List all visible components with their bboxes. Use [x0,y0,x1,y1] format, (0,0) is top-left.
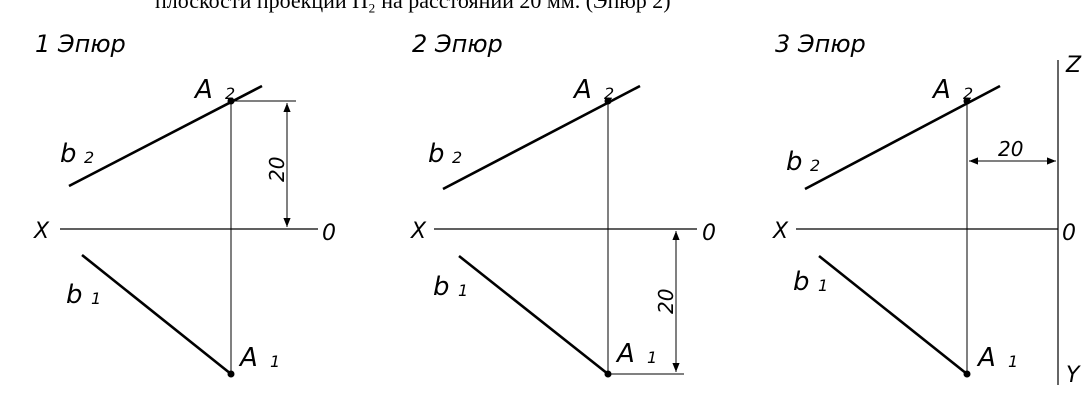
epure-1-point-a1 [227,370,235,378]
epure-2-dimension-label: 20 [654,289,678,314]
epure-3-label-b2: b [786,147,803,177]
epure-3: 3 Эпюр X 0 Z Y 20 A 2 b 2 b 1 A 1 [772,30,1082,388]
epure-2-point-a2 [604,97,612,105]
epure-3-o-label: 0 [1062,221,1076,246]
epure-3-z-label: Z [1065,53,1082,78]
epure-2-line-b1 [458,254,609,376]
epure-2-label-b2: b [428,139,445,169]
epure-2-label-b2-sub: 2 [452,148,462,167]
epure-3-label-a1-sub: 1 [1008,352,1018,371]
epure-1-label-a2-sub: 2 [225,84,235,103]
epure-1-title: 1 Эпюр [35,30,126,58]
epure-1-label-a2: A [193,75,213,105]
epure-1-label-b1-sub: 1 [91,289,101,308]
epure-1-label-a1-sub: 1 [270,352,280,371]
epure-2-label-b1: b [433,272,450,302]
epure-2-title: 2 Эпюр [412,30,503,58]
epure-3-x-label: X [772,219,789,244]
epure-3-point-a1 [963,370,971,378]
epure-3-label-a2: A [931,75,951,105]
epure-1-x-label: X [33,219,50,244]
epure-3-label-b2-sub: 2 [810,156,820,175]
epure-1-o-label: 0 [322,221,336,246]
epure-3-label-a2-sub: 2 [963,84,973,103]
epure-1-label-b2-sub: 2 [84,148,94,167]
epure-3-dimension-label: 20 [998,137,1023,161]
epure-1-label-b2: b [60,139,77,169]
epure-1-label-a1: A [238,343,258,373]
epure-3-label-b1-sub: 1 [818,276,828,295]
epure-3-y-label: Y [1066,363,1081,388]
epure-1: 1 Эпюр X 0 20 A 2 b 2 b 1 A 1 [33,30,336,378]
epure-2-label-b1-sub: 1 [458,281,468,300]
epure-2-label-a1: A [615,339,635,369]
epure-2-o-label: 0 [702,221,716,246]
epure-3-point-a2 [963,97,971,105]
epure-2-label-a2-sub: 2 [604,84,614,103]
epure-1-label-b1: b [66,280,83,310]
epure-3-title: 3 Эпюр [775,30,866,58]
epure-2-x-label: X [410,219,427,244]
epure-1-line-b1 [81,253,232,376]
epure-2-label-a1-sub: 1 [647,348,657,367]
epure-2-label-a2: A [572,75,592,105]
top-caption-text: плоскости проекций П₂ на расстоянии 20 м… [155,0,671,13]
epure-3-line-b1 [818,254,968,376]
epure-3-label-b1: b [793,267,810,297]
epure-1-dimension-label: 20 [265,157,289,182]
epure-3-label-a1: A [976,343,996,373]
epure-2: 2 Эпюр X 0 20 A 2 b 2 b 1 A 1 [410,30,716,378]
